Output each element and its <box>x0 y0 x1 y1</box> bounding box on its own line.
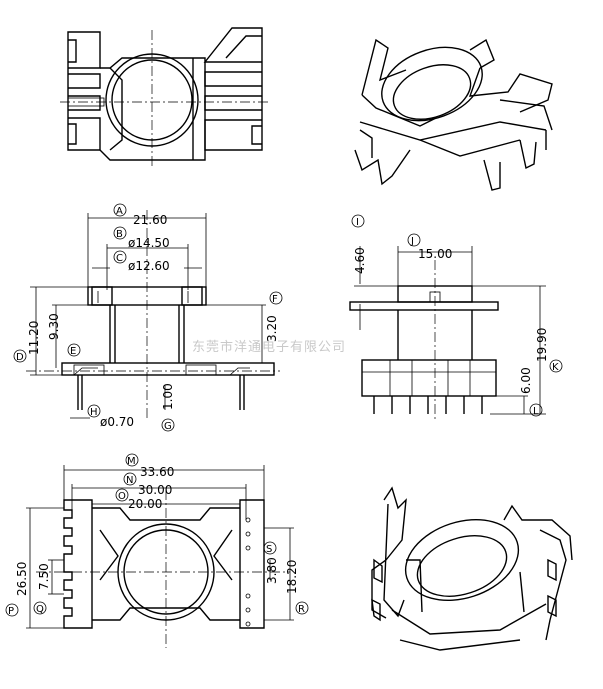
marker-b: B <box>116 229 123 240</box>
marker-a: A <box>116 206 123 217</box>
marker-p: P <box>8 606 14 617</box>
marker-h: H <box>90 407 98 418</box>
dim-d: 11.20 <box>27 321 41 355</box>
marker-k: K <box>552 362 559 373</box>
bottom-view <box>26 465 294 648</box>
letter-markers: A B C D E F G H I J K L M N O P Q R S <box>5 203 563 617</box>
dim-s: 3.80 <box>265 557 279 584</box>
dim-a: 21.60 <box>133 213 167 227</box>
dim-h: ø0.70 <box>100 415 134 429</box>
dim-c: ø12.60 <box>128 259 170 273</box>
dim-q: 7.50 <box>37 563 51 590</box>
iso-view-bottom <box>371 486 573 651</box>
side-view <box>349 246 546 420</box>
dim-n: 30.00 <box>138 483 172 497</box>
marker-n: N <box>126 475 133 486</box>
marker-m: M <box>127 456 136 467</box>
dim-k: 19.90 <box>535 328 549 362</box>
front-view <box>26 210 280 420</box>
marker-e: E <box>70 346 76 357</box>
iso-view-top <box>354 38 553 191</box>
marker-j: J <box>410 236 414 247</box>
dim-b: ø14.50 <box>128 236 170 250</box>
dim-r: 18.20 <box>285 560 299 594</box>
marker-i: I <box>356 217 359 228</box>
dim-g: 1.00 <box>161 383 175 410</box>
marker-c: C <box>116 253 123 264</box>
marker-s: S <box>266 544 272 555</box>
marker-o: O <box>118 491 126 502</box>
dim-i: 4.60 <box>353 247 367 274</box>
top-view <box>60 27 270 168</box>
dim-l: 6.00 <box>519 367 533 394</box>
dim-e: 9.30 <box>47 313 61 340</box>
dim-f: 3.20 <box>265 315 279 342</box>
marker-l: L <box>533 406 539 417</box>
dim-m: 33.60 <box>140 465 174 479</box>
dim-j: 15.00 <box>418 247 452 261</box>
marker-d: D <box>16 352 24 363</box>
marker-g: G <box>164 421 172 432</box>
dim-o: 20.00 <box>128 497 162 511</box>
marker-q: Q <box>36 604 44 615</box>
marker-f: F <box>272 294 278 305</box>
dim-p: 26.50 <box>15 562 29 596</box>
watermark-text: 东莞市洋通电子有限公司 <box>192 339 346 355</box>
marker-r: R <box>298 604 305 615</box>
